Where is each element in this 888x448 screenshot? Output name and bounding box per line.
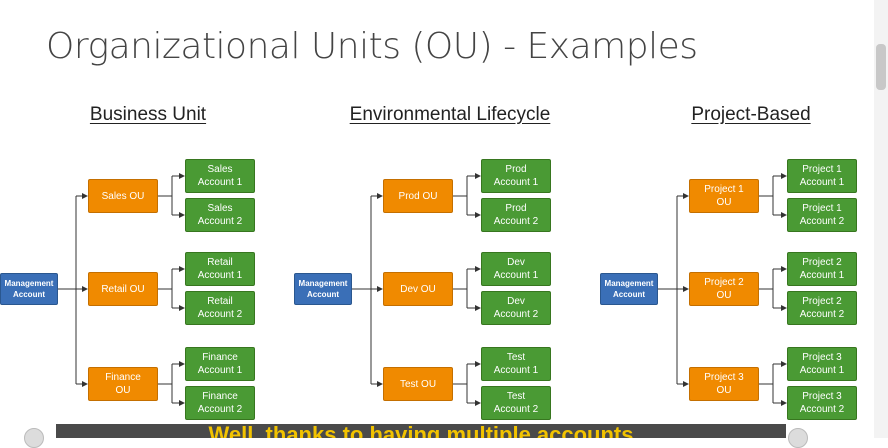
account-box[interactable]: Retail Account 1 [185, 252, 255, 286]
account-box[interactable]: Dev Account 1 [481, 252, 551, 286]
vertical-scrollbar[interactable] [874, 0, 888, 438]
account-box[interactable]: Sales Account 1 [185, 159, 255, 193]
management-account-box[interactable]: Management Account [600, 273, 658, 305]
account-box[interactable]: Sales Account 2 [185, 198, 255, 232]
ou-box[interactable]: Prod OU [383, 179, 453, 213]
scrollbar-thumb[interactable] [876, 44, 886, 90]
section-header: Environmental Lifecycle [349, 104, 551, 125]
player-left-icon[interactable] [24, 428, 44, 448]
player-right-icon[interactable] [788, 428, 808, 448]
subtitle-text: Well, thanks to having multiple accounts [208, 424, 634, 438]
slide-title: Organizational Units (OU) - Examples [46, 26, 698, 67]
account-box[interactable]: Finance Account 2 [185, 386, 255, 420]
management-account-box[interactable]: Management Account [0, 273, 58, 305]
account-box[interactable]: Prod Account 1 [481, 159, 551, 193]
account-box[interactable]: Finance Account 1 [185, 347, 255, 381]
ou-box[interactable]: Project 3 OU [689, 367, 759, 401]
account-box[interactable]: Test Account 2 [481, 386, 551, 420]
account-box[interactable]: Project 2 Account 1 [787, 252, 857, 286]
account-box[interactable]: Test Account 1 [481, 347, 551, 381]
account-box[interactable]: Project 2 Account 2 [787, 291, 857, 325]
ou-box[interactable]: Sales OU [88, 179, 158, 213]
management-account-box[interactable]: Management Account [294, 273, 352, 305]
account-box[interactable]: Project 3 Account 1 [787, 347, 857, 381]
connector-lines [58, 173, 787, 406]
account-box[interactable]: Project 3 Account 2 [787, 386, 857, 420]
ou-box[interactable]: Project 2 OU [689, 272, 759, 306]
ou-box[interactable]: Retail OU [88, 272, 158, 306]
account-box[interactable]: Dev Account 2 [481, 291, 551, 325]
section-header: Project-Based [691, 104, 811, 125]
subtitle-bar: Well, thanks to having multiple accounts [56, 424, 786, 438]
ou-box[interactable]: Project 1 OU [689, 179, 759, 213]
ou-box[interactable]: Test OU [383, 367, 453, 401]
account-box[interactable]: Project 1 Account 1 [787, 159, 857, 193]
account-box[interactable]: Prod Account 2 [481, 198, 551, 232]
section-header: Business Unit [89, 104, 207, 125]
ou-box[interactable]: Dev OU [383, 272, 453, 306]
account-box[interactable]: Project 1 Account 2 [787, 198, 857, 232]
account-box[interactable]: Retail Account 2 [185, 291, 255, 325]
ou-box[interactable]: Finance OU [88, 367, 158, 401]
